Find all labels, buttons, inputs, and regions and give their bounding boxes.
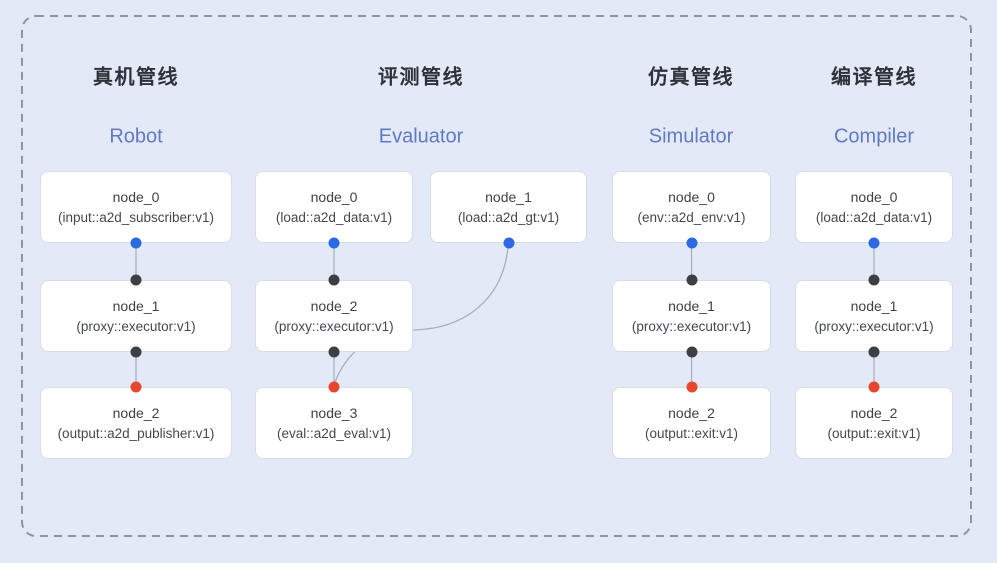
node-name-label: node_1 (485, 189, 532, 205)
node-box-robot-node_1: node_1(proxy::executor:v1) (40, 280, 232, 352)
node-box-evaluator-node_0: node_0(load::a2d_data:v1) (255, 171, 413, 243)
node-type-label: (load::a2d_gt:v1) (457, 210, 560, 225)
node-name-label: node_1 (668, 298, 715, 314)
port-black-dot-robot-node_1-top (130, 274, 142, 286)
node-box-evaluator-node_2: node_2(proxy::executor:v1) (255, 280, 413, 352)
node-type-label: (proxy::executor:v1) (76, 319, 196, 334)
port-black-dot-simulator-node_1-bottom (686, 346, 697, 358)
node-type-label: (input::a2d_subscriber:v1) (57, 210, 215, 225)
port-black-dot-simulator-node_1-top (686, 274, 697, 286)
port-red-dot-robot-node_2-top (130, 381, 142, 393)
port-blue-dot-evaluator-node_0-bottom (328, 237, 340, 249)
pipeline-title-cn-simulator: 仿真管线 (648, 66, 734, 89)
port-blue-dot-simulator-node_0-bottom (686, 237, 697, 249)
node-name-label: node_2 (850, 405, 898, 421)
port-red-dot-compiler-node_2-top (868, 381, 880, 393)
port-black-dot-evaluator-node_2-bottom (328, 346, 340, 358)
node-box-simulator-node_0: node_0(env::a2d_env:v1) (612, 171, 771, 243)
node-name-label: node_0 (310, 189, 358, 205)
node-type-label: (load::a2d_data:v1) (275, 210, 393, 225)
node-box-evaluator-node_1: node_1(load::a2d_gt:v1) (430, 171, 587, 243)
node-type-label: (env::a2d_env:v1) (637, 210, 746, 225)
node-name-label: node_0 (668, 189, 715, 205)
pipeline-title-cn-robot: 真机管线 (93, 66, 179, 89)
node-name-label: node_2 (310, 298, 358, 314)
port-blue-dot-evaluator-node_1-bottom (503, 237, 514, 249)
node-name-label: node_2 (668, 405, 715, 421)
port-black-dot-evaluator-node_2-top (328, 274, 340, 286)
node-name-label: node_0 (112, 189, 160, 205)
port-blue-dot-robot-node_0-bottom (130, 237, 142, 249)
pipeline-title-en-evaluator: Evaluator (378, 125, 464, 148)
node-name-label: node_0 (850, 189, 898, 205)
port-black-dot-compiler-node_1-bottom (868, 346, 880, 358)
node-box-evaluator-node_3: node_3(eval::a2d_eval:v1) (255, 387, 413, 459)
node-box-robot-node_2: node_2(output::a2d_publisher:v1) (40, 387, 232, 459)
node-type-label: (output::exit:v1) (644, 426, 739, 441)
node-type-label: (proxy::executor:v1) (814, 319, 934, 334)
node-name-label: node_1 (112, 298, 160, 314)
node-box-compiler-node_0: node_0(load::a2d_data:v1) (795, 171, 953, 243)
node-name-label: node_1 (850, 298, 898, 314)
node-type-label: (output::a2d_publisher:v1) (57, 426, 215, 441)
port-blue-dot-compiler-node_0-bottom (868, 237, 880, 249)
node-name-label: node_2 (112, 405, 160, 421)
pipeline-title-en-compiler: Compiler (833, 125, 915, 148)
node-box-simulator-node_2: node_2(output::exit:v1) (612, 387, 771, 459)
pipeline-title-cn-compiler: 编译管线 (831, 66, 917, 89)
node-type-label: (eval::a2d_eval:v1) (276, 426, 392, 441)
pipeline-title-cn-evaluator: 评测管线 (378, 66, 464, 89)
pipeline-title-en-simulator: Simulator (648, 125, 734, 148)
port-black-dot-compiler-node_1-top (868, 274, 880, 286)
node-box-robot-node_0: node_0(input::a2d_subscriber:v1) (40, 171, 232, 243)
node-type-label: (load::a2d_data:v1) (815, 210, 933, 225)
node-type-label: (proxy::executor:v1) (274, 319, 394, 334)
node-box-compiler-node_1: node_1(proxy::executor:v1) (795, 280, 953, 352)
port-red-dot-evaluator-node_3-top (328, 381, 340, 393)
node-box-compiler-node_2: node_2(output::exit:v1) (795, 387, 953, 459)
node-box-simulator-node_1: node_1(proxy::executor:v1) (612, 280, 771, 352)
edge-eval-n1-n3 (333, 242, 510, 386)
pipeline-title-en-robot: Robot (109, 125, 163, 148)
node-name-label: node_3 (310, 405, 358, 421)
node-type-label: (output::exit:v1) (827, 426, 921, 441)
port-red-dot-simulator-node_2-top (686, 381, 697, 393)
node-type-label: (proxy::executor:v1) (631, 319, 752, 334)
port-black-dot-robot-node_1-bottom (130, 346, 142, 358)
